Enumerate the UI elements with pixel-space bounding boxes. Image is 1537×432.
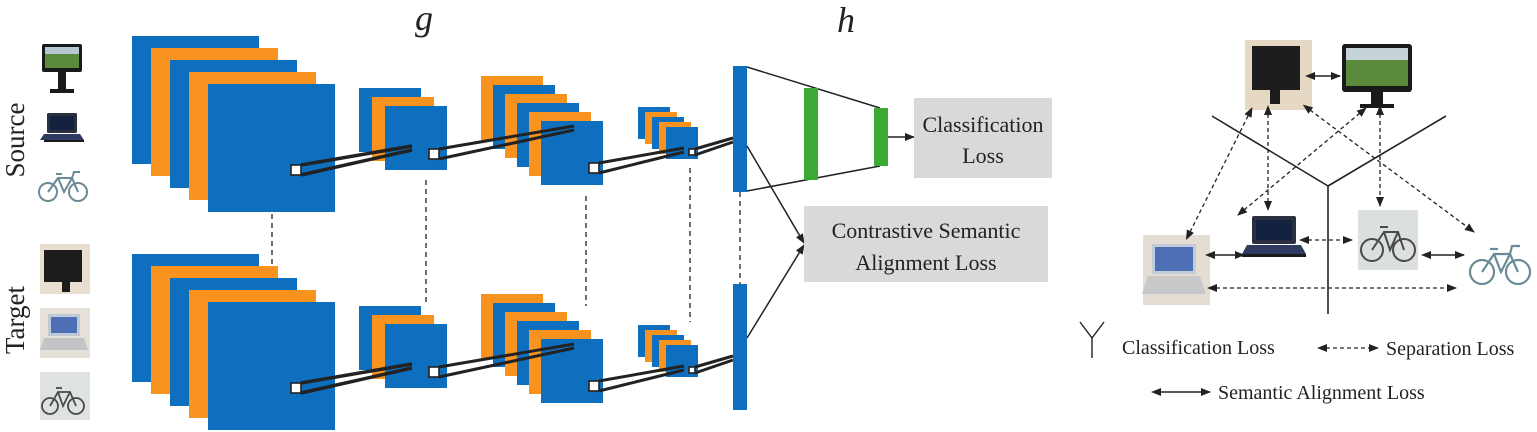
target-projection-line-3-2: [598, 368, 685, 393]
monitor-photo-icon: [1245, 40, 1312, 110]
source-feature-vector: [733, 66, 747, 192]
classifier-layer-1: [804, 88, 818, 180]
monitor-icon: [42, 44, 82, 93]
target-projection-line-3-1: [598, 364, 685, 383]
legend: Classification Loss Separation Loss Sema…: [1079, 321, 1515, 404]
target-feature-vector: [733, 284, 747, 410]
source-projection-line-3-2: [598, 150, 685, 175]
source-projection-line-1-1: [300, 144, 413, 167]
source-projection-line-2-1: [438, 124, 575, 151]
classification-loss-box: Classification Loss: [914, 98, 1052, 178]
target-receptive-field-4: [688, 366, 696, 374]
laptop-icon: [40, 113, 84, 142]
classification-loss-line-2: Loss: [962, 143, 1004, 168]
source-feature-map-2-layer-3: [385, 106, 447, 170]
target-projection-line-2-1: [438, 342, 575, 369]
target-feature-map-2-layer-3: [385, 324, 447, 388]
target-projection-line-4-1: [694, 354, 734, 369]
target-receptive-field-1: [290, 382, 302, 394]
source-label: Source: [0, 103, 30, 178]
contrastive-loss-line-2: Alignment Loss: [855, 250, 996, 275]
target-receptive-field-3: [588, 380, 600, 392]
legend-semantic-alignment-loss: Semantic Alignment Loss: [1218, 382, 1425, 404]
legend-classification-loss: Classification Loss: [1122, 337, 1275, 359]
classification-legend-symbol: [1079, 321, 1105, 358]
source-receptive-field-1: [290, 164, 302, 176]
contrastive-loss-line-1: Contrastive Semantic: [832, 218, 1021, 243]
target-projection-line-4-2: [694, 358, 734, 375]
feature-maps: [132, 36, 698, 430]
monitor-photo-icon: [40, 244, 90, 294]
label-g: g: [415, 0, 433, 38]
source-projection-line-1-2: [300, 148, 413, 177]
source-projection-line-4-1: [694, 136, 734, 151]
source-projection-line-4-2: [694, 140, 734, 157]
source-receptive-field-3: [588, 162, 600, 174]
source-projection-line-3-1: [598, 146, 685, 165]
receptive-field-lines: [290, 124, 734, 395]
source-feature-map-1-layer-5: [208, 84, 335, 212]
source-receptive-field-2: [428, 148, 440, 160]
label-h: h: [837, 0, 855, 40]
target-projection-line-1-2: [300, 366, 413, 395]
classification-loss-line-1: Classification: [923, 112, 1044, 137]
classifier-layer-2: [874, 108, 888, 166]
bicycle-photo-icon: [1358, 210, 1418, 270]
source-projection-line-2-2: [438, 128, 575, 161]
target-receptive-field-2: [428, 366, 440, 378]
laptop-photo-icon: [1142, 235, 1210, 305]
bicycle-icon: [38, 171, 88, 202]
target-projection-line-1-1: [300, 362, 413, 385]
contrastive-loss-box: Contrastive Semantic Alignment Loss: [804, 206, 1048, 282]
bicycle-icon: [1468, 244, 1532, 286]
target-projection-line-2-2: [438, 346, 575, 379]
embedding-space: [1142, 40, 1532, 314]
laptop-icon: [1242, 216, 1306, 257]
monitor-icon: [1342, 44, 1412, 108]
target-feature-map-1-layer-5: [208, 302, 335, 430]
bicycle-photo-icon: [40, 372, 90, 420]
classifier-h: [746, 66, 915, 192]
laptop-photo-icon: [40, 308, 90, 358]
shared-weight-connectors: [271, 168, 741, 322]
source-receptive-field-4: [688, 148, 696, 156]
legend-separation-loss: Separation Loss: [1386, 338, 1515, 360]
target-label: Target: [0, 285, 30, 354]
